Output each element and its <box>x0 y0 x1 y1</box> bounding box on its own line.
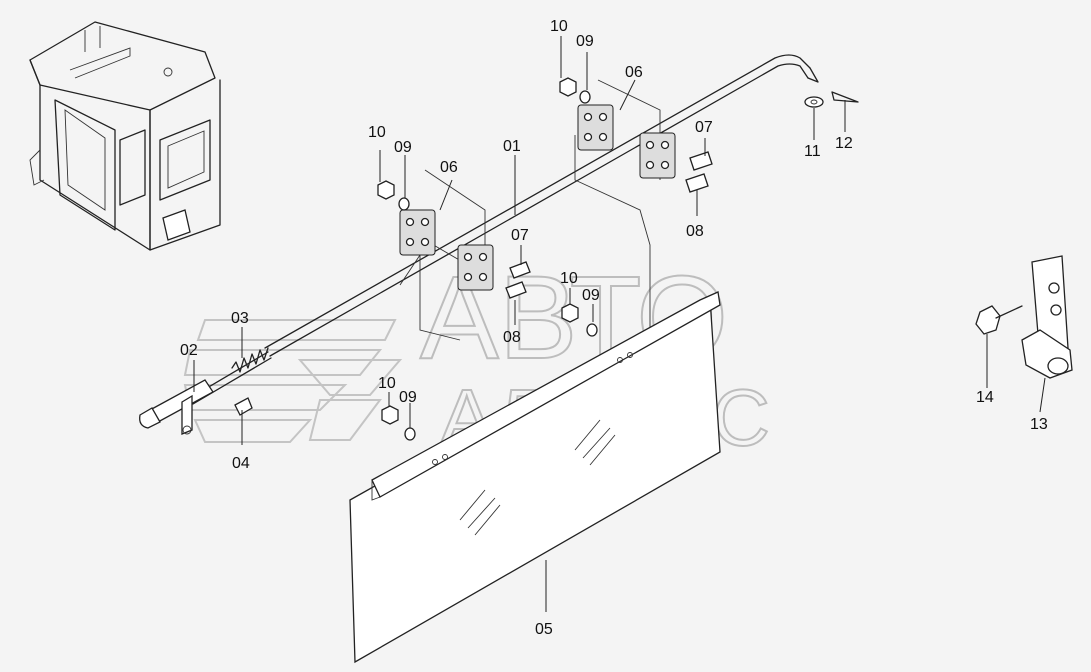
label-06-left: 06 <box>440 159 458 176</box>
label-03: 03 <box>231 310 249 327</box>
label-14: 14 <box>976 389 994 406</box>
hinge-bracket-left <box>399 169 494 341</box>
label-01: 01 <box>503 138 521 155</box>
label-07-left: 07 <box>511 227 529 244</box>
label-09-a: 09 <box>394 139 412 156</box>
latch-pin-02 <box>139 379 214 435</box>
cab-illustration <box>29 21 221 251</box>
leader-lines <box>193 36 1046 612</box>
label-09-c: 09 <box>582 287 600 304</box>
label-05: 05 <box>535 621 553 638</box>
part-labels: 01 02 03 04 05 06 06 07 07 08 08 09 09 0… <box>180 18 1048 638</box>
watermark-logo <box>183 319 403 443</box>
label-09-b: 09 <box>576 33 594 50</box>
label-04: 04 <box>232 455 250 472</box>
spring-03 <box>231 347 269 373</box>
label-11: 11 <box>804 143 821 160</box>
label-08-right: 08 <box>686 223 704 240</box>
label-07-right: 07 <box>695 119 713 136</box>
label-06-right: 06 <box>625 64 643 81</box>
label-08-left: 08 <box>503 329 521 346</box>
nuts-washers <box>377 77 598 441</box>
label-09-d: 09 <box>399 389 417 406</box>
bracket-13 <box>1021 255 1073 379</box>
label-10-b: 10 <box>550 18 568 35</box>
pin-04 <box>234 397 253 416</box>
glass-panel-05 <box>349 291 721 664</box>
label-02: 02 <box>180 342 198 359</box>
label-10-c: 10 <box>560 270 578 287</box>
label-10-a: 10 <box>368 124 386 141</box>
label-12: 12 <box>835 135 853 152</box>
label-10-d: 10 <box>378 375 396 392</box>
hinge-bracket-right <box>574 79 676 360</box>
washer-cotter <box>804 91 859 108</box>
label-13: 13 <box>1030 416 1048 433</box>
